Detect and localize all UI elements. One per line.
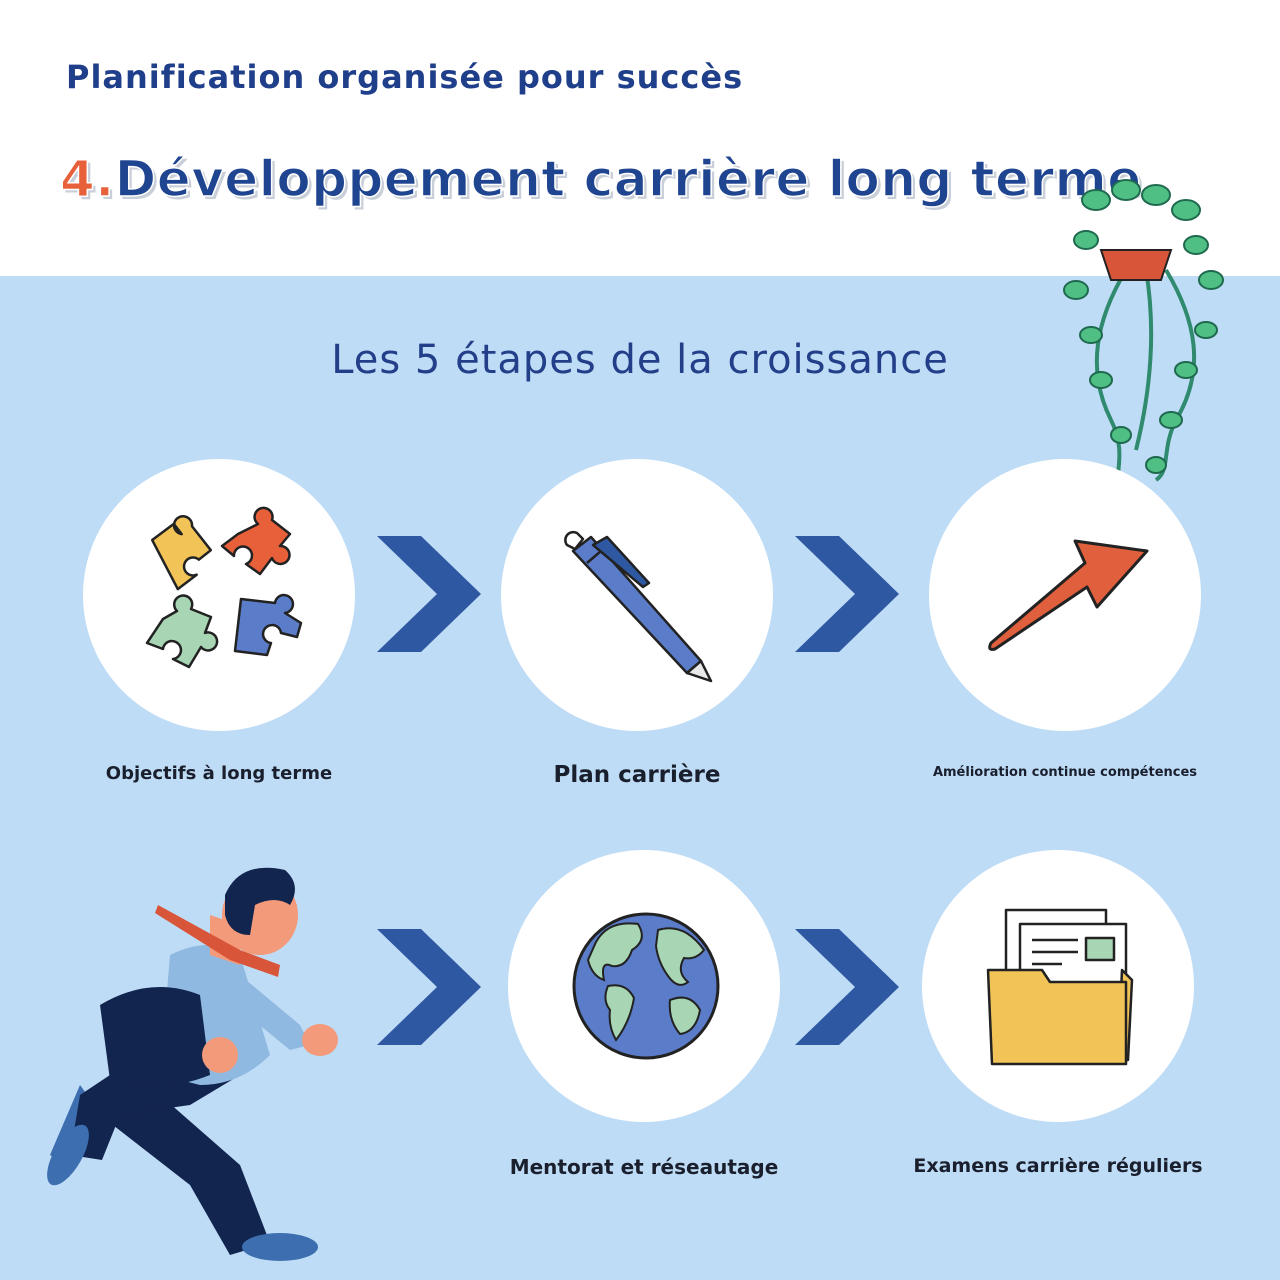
pen-icon: [564, 530, 713, 683]
arrow-up-right-icon: [988, 539, 1149, 651]
step-5-label: Examens carrière réguliers: [913, 1155, 1203, 1177]
hanging-plant-icon: [1063, 179, 1224, 499]
chevron-right-icon: [377, 929, 481, 1045]
chevron-right-icon: [377, 536, 481, 652]
chevron-right-icon: [795, 929, 899, 1045]
step-2-label: Plan carrière: [553, 762, 721, 788]
title-text: Développement carrière long terme: [114, 149, 1142, 209]
folder-documents-icon: [986, 908, 1134, 1066]
step-3-label: Amélioration continue compétences: [932, 765, 1198, 780]
header-band: [0, 0, 1280, 276]
step-1-label: Objectifs à long terme: [105, 763, 333, 784]
globe-icon: [572, 912, 720, 1060]
step-2-circle: [501, 459, 773, 731]
step-3-circle: [929, 459, 1201, 731]
section-subtitle: Les 5 étapes de la croissance: [331, 337, 949, 383]
supertitle: Planification organisée pour succès: [66, 58, 744, 96]
step-5-circle: [922, 850, 1194, 1122]
title-number: 4.: [59, 149, 115, 209]
step-1-circle: [83, 459, 355, 731]
running-businessman-illustration: [47, 867, 338, 1261]
chevron-right-icon: [795, 536, 899, 652]
puzzle-pieces-icon: [145, 506, 303, 669]
page-title: 4.Développement carrière long terme: [59, 149, 1142, 209]
step-4-circle: [508, 850, 780, 1122]
step-4-label: Mentorat et réseautage: [509, 1155, 779, 1179]
